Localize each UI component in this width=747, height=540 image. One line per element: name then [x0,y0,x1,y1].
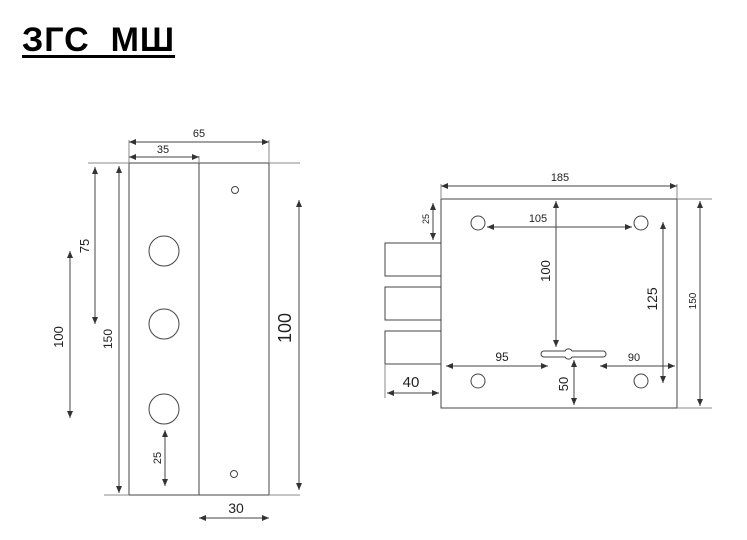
label-100-right: 100 [275,313,295,343]
label-25-front: 25 [152,452,164,464]
label-150: 150 [101,329,115,349]
label-185: 185 [551,172,569,184]
label-100-side: 100 [538,260,553,282]
label-40: 40 [403,374,420,391]
bolt-hole-3 [148,393,180,425]
bolt-1 [384,242,442,277]
label-100-left: 100 [51,326,66,348]
label-105: 105 [529,213,547,225]
label-125: 125 [644,287,660,311]
bolt-hole-2 [148,308,180,340]
mount-hole-tr [633,215,649,231]
label-90: 90 [628,352,640,364]
mount-hole-tl [470,215,486,231]
label-30: 30 [228,500,244,516]
mount-hole-br [633,373,649,389]
label-75: 75 [77,239,92,253]
label-50: 50 [556,377,571,391]
label-95: 95 [495,350,509,364]
label-25-side: 25 [421,214,431,224]
keyhole [540,348,607,360]
bolt-hole-1 [148,235,180,267]
label-35: 35 [157,144,169,156]
label-150-side: 150 [688,292,699,309]
bolt-2 [384,286,442,321]
side-view [384,183,712,409]
screw-hole-top [231,186,239,194]
front-view [67,139,302,521]
screw-hole-bottom [230,470,238,478]
label-65: 65 [193,128,205,140]
bolt-3 [384,330,442,365]
drawing-title: ЗГС МШ [22,21,176,59]
mount-hole-bl [470,373,486,389]
